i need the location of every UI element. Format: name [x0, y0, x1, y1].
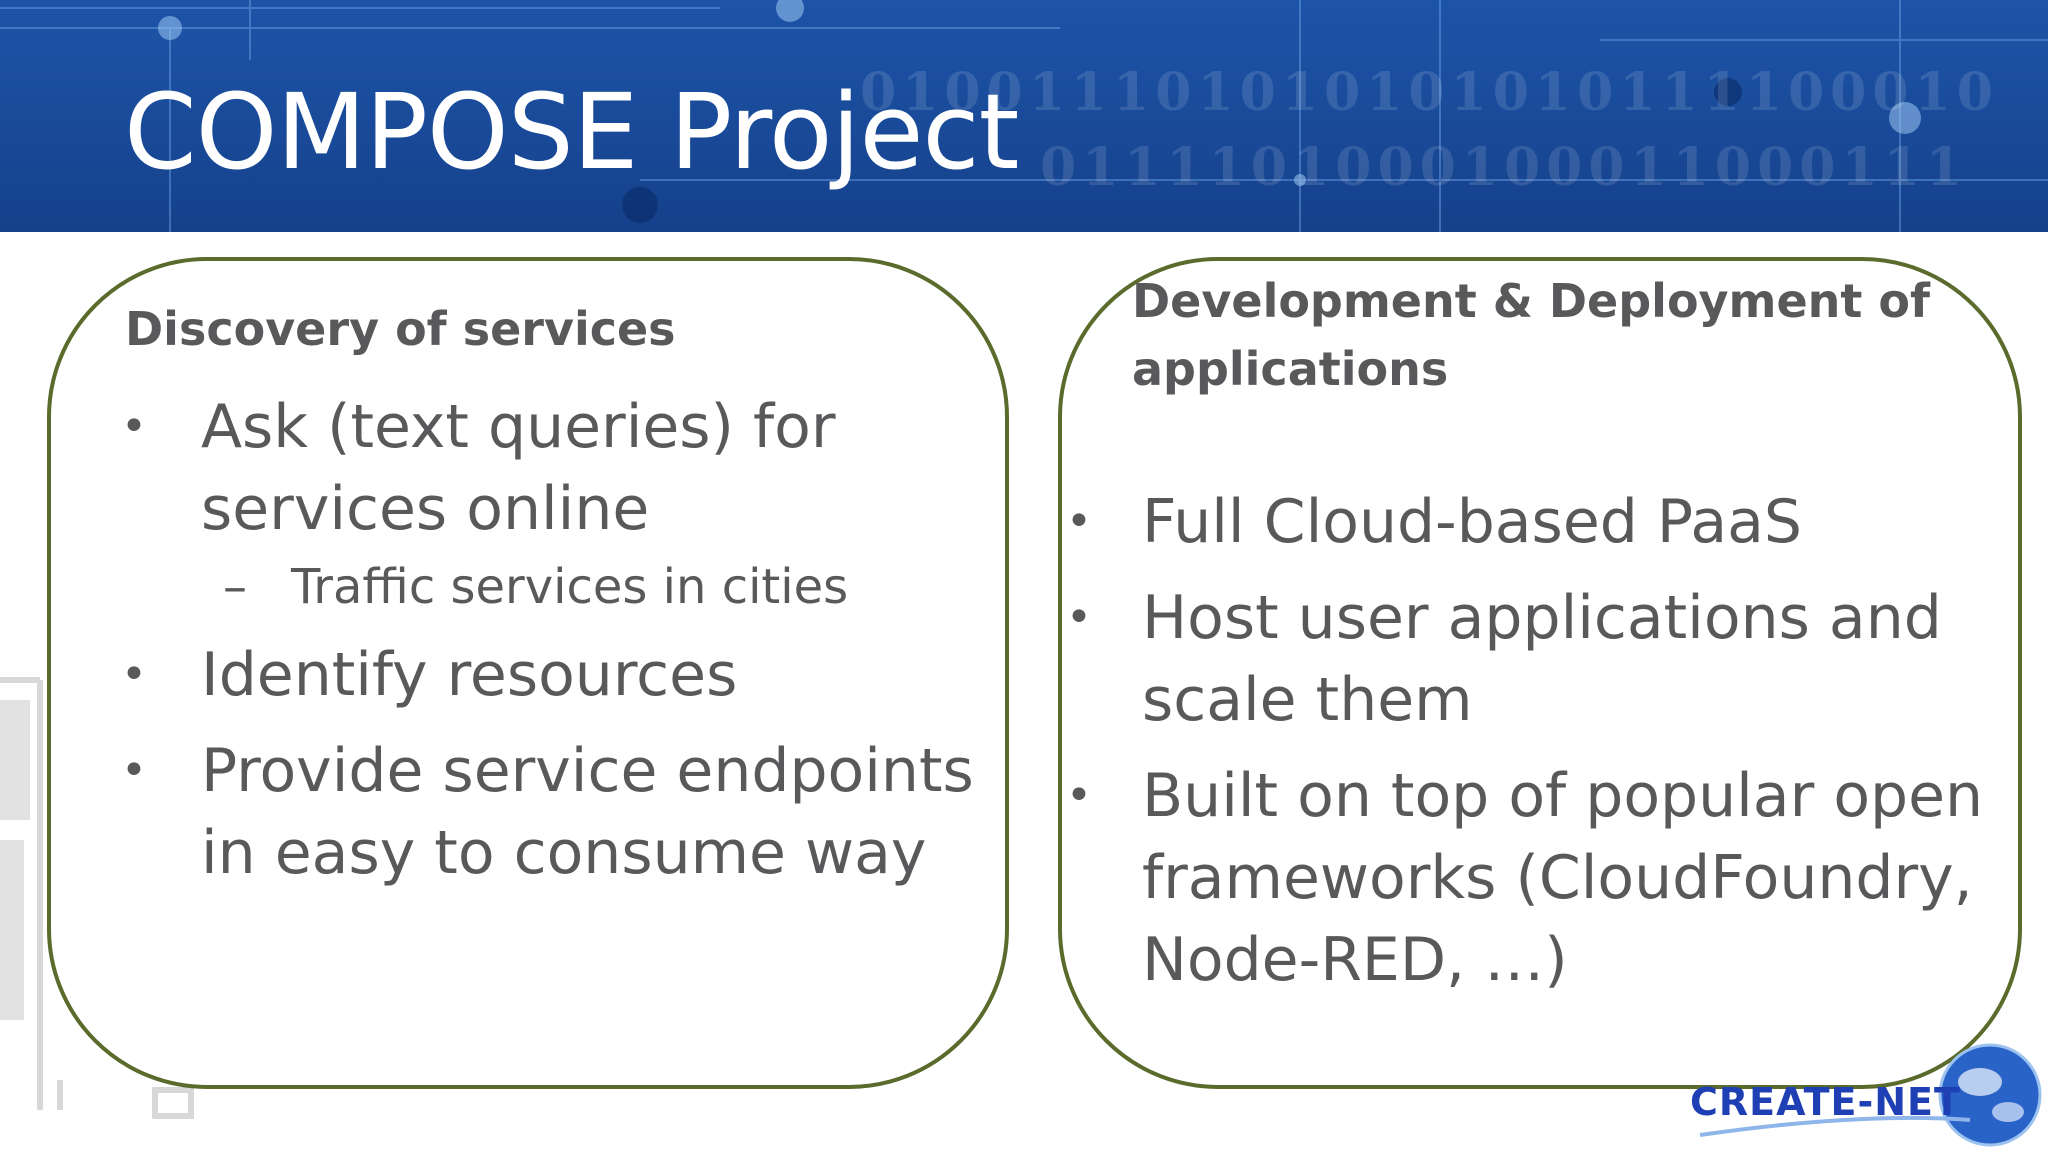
sub-bullet-text: Traffic services in cities: [291, 559, 849, 615]
discovery-heading: Discovery of services: [125, 302, 676, 356]
slide-title: COMPOSE Project: [124, 71, 1019, 193]
discovery-panel: Discovery of services • Ask (text querie…: [47, 257, 1009, 1089]
bullet-icon: •: [1066, 770, 1092, 821]
circuit-background: 010011101010101010111100010 011110100010…: [0, 0, 2048, 232]
bullet-text: Ask (text queries) for services online: [201, 392, 836, 544]
list-item: • Host user applications and scale them: [1066, 577, 2002, 741]
list-item: • Built on top of popular open framework…: [1066, 755, 2002, 1001]
banner-digits-row1: 010011101010101010111100010: [860, 62, 1999, 123]
globe-icon: [1699, 1043, 2042, 1147]
create-net-logo: CREATE-NET: [1680, 1040, 2048, 1152]
deployment-bullet-list: • Full Cloud-based PaaS • Host user appl…: [1066, 481, 2002, 1015]
deployment-heading: Development & Deployment of applications: [1132, 274, 1931, 396]
bullet-text: Provide service endpoints in easy to con…: [201, 736, 974, 888]
discovery-bullet-list: • Ask (text queries) for services online…: [121, 386, 1001, 908]
dash-icon: –: [223, 559, 247, 615]
bullet-icon: •: [1066, 496, 1092, 547]
list-item: • Full Cloud-based PaaS: [1066, 481, 2002, 563]
list-item: • Provide service endpoints in easy to c…: [121, 730, 1001, 894]
sub-list-item: – Traffic services in cities: [223, 554, 1001, 620]
list-item: • Ask (text queries) for services online…: [121, 386, 1001, 620]
bullet-text: Host user applications and scale them: [1142, 583, 1942, 735]
banner-digits-row2: 0111101000100011000111: [1040, 137, 1968, 198]
list-item: • Identify resources: [121, 634, 1001, 716]
bullet-text: Identify resources: [201, 640, 738, 710]
deployment-panel: Development & Deployment of applications…: [1058, 257, 2022, 1089]
header-banner: 010011101010101010111100010 011110100010…: [0, 0, 2048, 232]
logo-text: CREATE-NET: [1690, 1080, 1961, 1124]
bullet-icon: •: [1066, 592, 1092, 643]
bullet-icon: •: [121, 745, 147, 796]
bullet-text: Full Cloud-based PaaS: [1142, 487, 1802, 557]
bullet-icon: •: [121, 401, 147, 452]
bullet-text: Built on top of popular open frameworks …: [1142, 761, 1984, 995]
left-circuit-decoration: [0, 677, 194, 1119]
bullet-icon: •: [121, 649, 147, 700]
